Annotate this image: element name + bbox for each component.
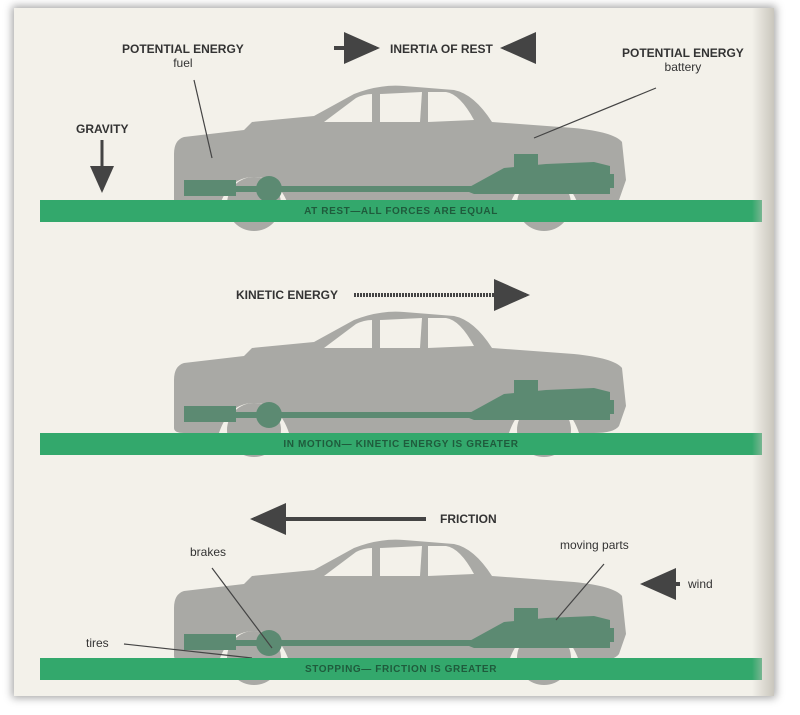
inertia-label: INERTIA OF REST <box>390 42 493 56</box>
brakes-leader-line <box>211 567 273 649</box>
ground-band-stopping: STOPPING— FRICTION IS GREATER <box>40 658 762 680</box>
fuel-leader-line <box>193 79 213 159</box>
tires-label: tires <box>86 636 109 650</box>
diagram-canvas <box>90 32 680 685</box>
friction-label: FRICTION <box>440 512 497 526</box>
wind-label: wind <box>688 577 713 591</box>
diagram-page: POTENTIAL ENERGY fuel INERTIA OF REST PO… <box>14 8 774 696</box>
moving-parts-label: moving parts <box>560 538 629 552</box>
brakes-label: brakes <box>190 545 227 559</box>
battery-leader-line <box>533 87 657 139</box>
ground-band-in-motion: IN MOTION— KINETIC ENERGY IS GREATER <box>40 433 762 455</box>
tires-leader-line <box>123 643 253 659</box>
potential-energy-battery-label: POTENTIAL ENERGY battery <box>622 46 744 74</box>
gravity-label: GRAVITY <box>76 122 129 136</box>
moving-parts-leader-line <box>555 563 605 621</box>
ground-band-at-rest: AT REST—ALL FORCES ARE EQUAL <box>40 200 762 222</box>
potential-energy-fuel-label: POTENTIAL ENERGY fuel <box>122 42 244 70</box>
kinetic-energy-label: KINETIC ENERGY <box>236 288 339 302</box>
